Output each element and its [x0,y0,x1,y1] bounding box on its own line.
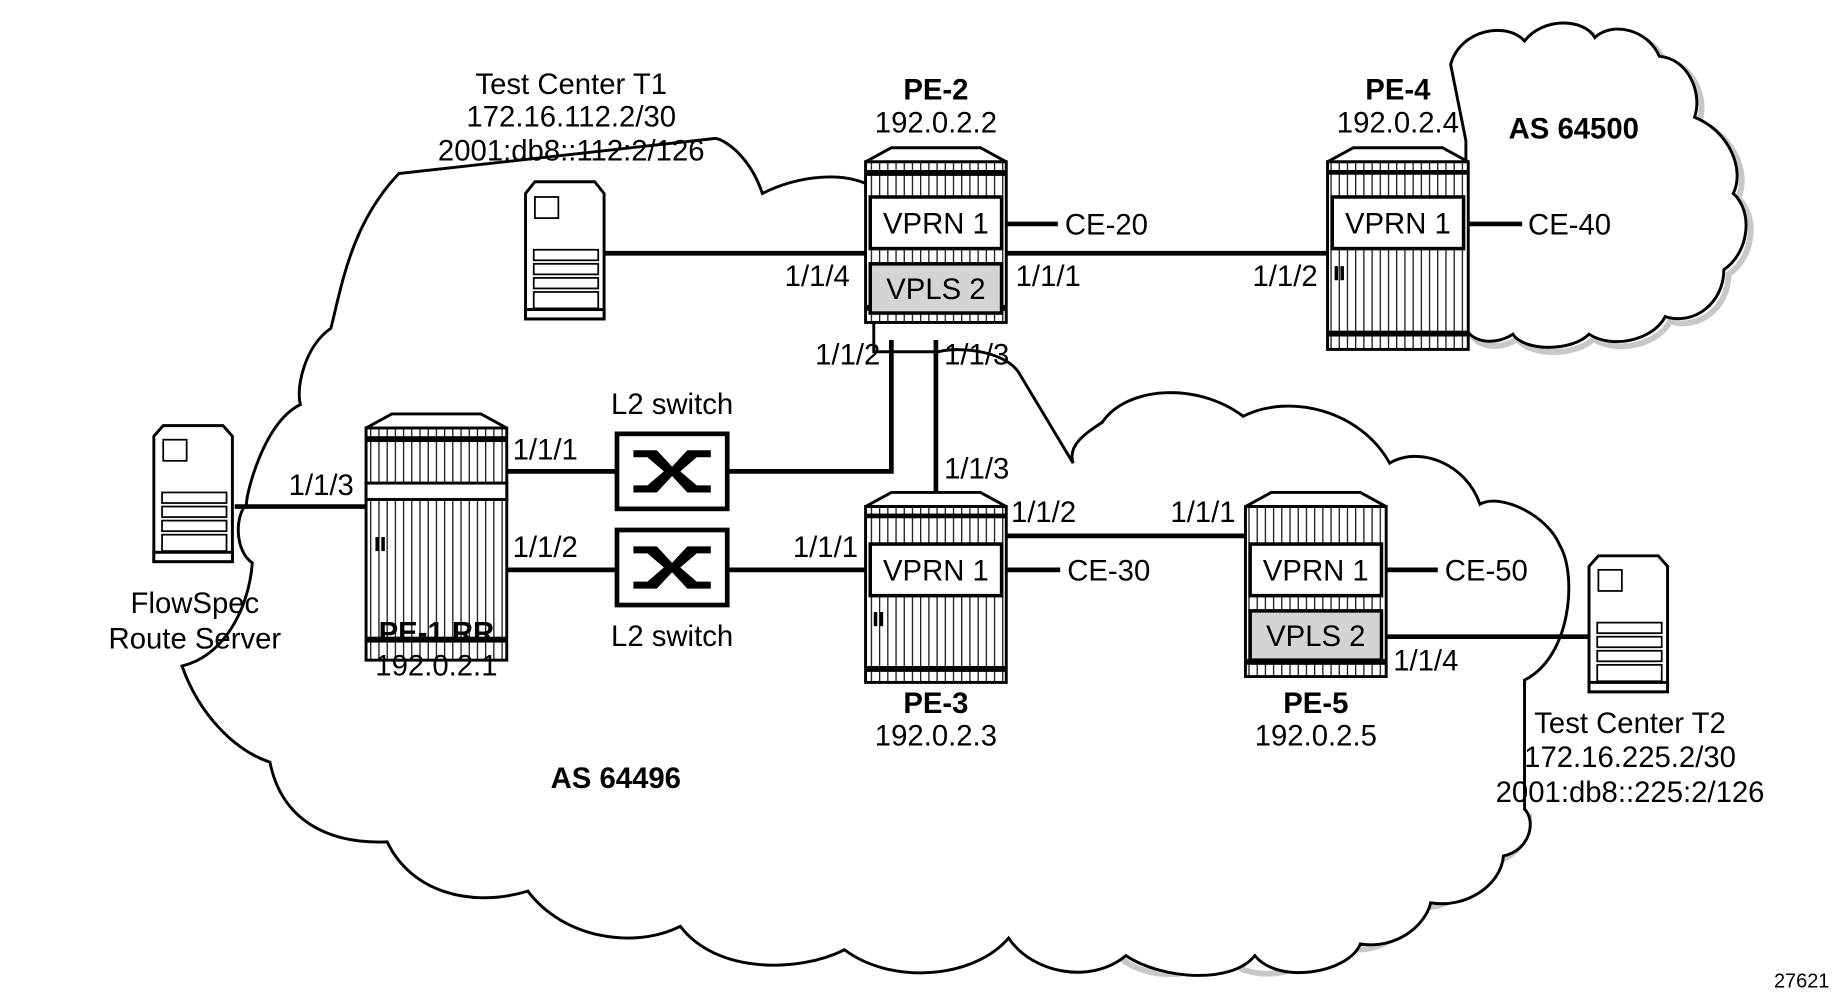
port-pe1-sw1: 1/1/1 [513,434,578,467]
tc1-ipv4: 172.16.112.2/30 [466,101,676,134]
pe2-vprn-box[interactable] [868,195,1004,251]
router-pe4[interactable]: VPRN 1 [1326,146,1470,351]
pe4-vprn-box[interactable] [1330,195,1466,251]
l2-switch-2[interactable] [614,527,730,608]
port-pe1-rs: 1/1/3 [289,469,354,502]
pe5-vprn-label: VPRN 1 [1263,554,1369,587]
router-pe2[interactable]: VPRN 1 VPLS 2 [864,146,1008,324]
port-pe1-sw2: 1/1/2 [513,531,578,564]
port-pe4-pe2: 1/1/2 [1253,260,1318,293]
pe2-vpls-box[interactable] [868,262,1004,315]
pe5-vpls-box[interactable] [1248,609,1384,662]
rs-name-1: FlowSpec [131,587,260,620]
as64496-label: AS 64496 [551,762,681,795]
server-flowspec[interactable] [152,424,234,564]
port-pe5-pe3: 1/1/1 [1170,496,1235,529]
router-pe5[interactable]: VPRN 1 VPLS 2 [1243,490,1388,679]
sw2-name: L2 switch [611,620,733,653]
router-pe1[interactable] [364,412,509,662]
link-pe2-sw1 [727,340,894,474]
tc2-ipv4: 172.16.225.2/30 [1524,741,1736,774]
pe2-ip: 192.0.2.2 [875,106,997,139]
pe4-ip: 192.0.2.4 [1337,106,1459,139]
pe3-name: PE-3 [903,687,968,720]
pe2-vprn-label: VPRN 1 [883,207,989,240]
pe3-vprn-label: VPRN 1 [883,554,989,587]
tc2-name: Test Center T2 [1534,707,1726,740]
sw1-name: L2 switch [611,388,733,421]
router-pe3[interactable]: VPRN 1 [864,490,1008,684]
switch-icon [633,546,711,589]
tc1-name: Test Center T1 [475,68,667,101]
figure-id: 27621 [1774,970,1829,992]
port-pe2-pe3: 1/1/3 [944,339,1009,372]
pe4-name: PE-4 [1365,74,1431,107]
port-pe3-sw2: 1/1/1 [793,531,858,564]
port-pe3-pe2: 1/1/3 [944,452,1009,485]
l2-switch-1[interactable] [614,431,730,512]
pe3-ip: 192.0.2.3 [875,720,997,753]
pe2-name: PE-2 [903,74,968,107]
pe1-ip: 192.0.2.1 [375,649,497,682]
ce30-label: CE-30 [1067,554,1150,587]
rs-name-2: Route Server [109,622,282,655]
port-pe2-pe4: 1/1/1 [1016,260,1081,293]
links [234,221,1590,640]
pe4-vprn-label: VPRN 1 [1345,207,1451,240]
pe5-name: PE-5 [1283,687,1348,720]
port-pe2-sw1: 1/1/2 [815,339,880,372]
ce20-label: CE-20 [1065,209,1148,242]
pe1-name: PE-1 RR [379,617,495,650]
pe3-vprn-box[interactable] [868,542,1004,598]
ce40-label: CE-40 [1528,209,1611,242]
port-pe2-tc1: 1/1/4 [785,260,850,293]
pe5-vprn-box[interactable] [1248,542,1384,598]
pe2-vpls-label: VPLS 2 [886,273,985,306]
server-tc1[interactable] [524,180,606,321]
as64500-label: AS 64500 [1509,112,1639,145]
pe5-ip: 192.0.2.5 [1255,720,1377,753]
port-pe5-tc2: 1/1/4 [1393,645,1458,678]
switch-icon [633,450,711,493]
ce50-label: CE-50 [1445,554,1528,587]
tc2-ipv6: 2001:db8::225:2/126 [1496,776,1765,809]
cloud-as64500 [1449,21,1754,355]
port-pe3-pe5: 1/1/2 [1011,496,1076,529]
server-tc2[interactable] [1587,554,1670,694]
tc1-ipv6: 2001:db8::112:2/126 [438,135,705,168]
pe5-vpls-label: VPLS 2 [1266,620,1365,653]
